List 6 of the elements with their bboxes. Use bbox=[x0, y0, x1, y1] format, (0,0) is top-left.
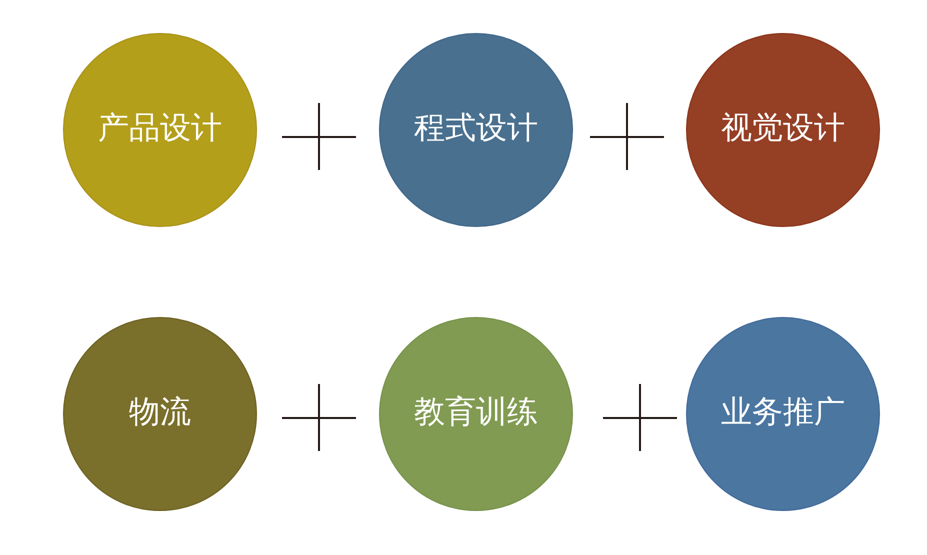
circle-label: 程式设计 bbox=[414, 109, 538, 147]
circle-label: 产品设计 bbox=[98, 109, 222, 147]
circle-label: 教育训练 bbox=[414, 393, 538, 431]
circle-label: 业务推广 bbox=[721, 393, 845, 431]
circle-label: 视觉设计 bbox=[721, 109, 845, 147]
circle-label: 物流 bbox=[129, 393, 191, 431]
